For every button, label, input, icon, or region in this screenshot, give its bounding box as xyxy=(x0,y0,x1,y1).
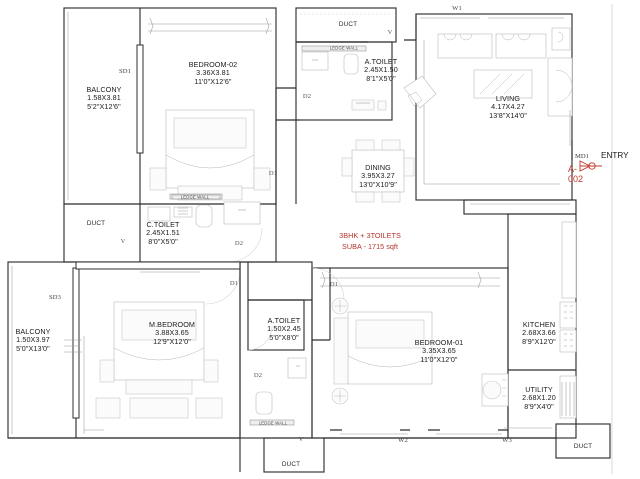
room-dim-metric: 1.50X2.45 xyxy=(267,324,301,334)
room-dim-feet: 12'9"X12'0" xyxy=(153,336,191,346)
room-dim-metric: 2.45X1.51 xyxy=(146,228,180,238)
room-dim-metric: 2.68X1.20 xyxy=(522,393,556,403)
door-tag-d2-atoilet-bottom: D2 xyxy=(253,372,263,380)
window-tag-w1: W1 xyxy=(452,5,462,13)
room-label-attached-toilet-top: A.TOILET 2.45X1.50 8'1"X5'0" xyxy=(364,57,398,83)
room-name: A.TOILET xyxy=(364,57,398,66)
room-name: M.BEDROOM xyxy=(148,320,196,329)
room-name: BALCONY xyxy=(86,85,122,94)
room-name: A.TOILET xyxy=(267,316,301,325)
unit-spec-note: 3BHK + 3TOILETS SUBA - 1715 sqft xyxy=(339,231,401,253)
door-tag-d1-bedroom01: D1 xyxy=(329,281,339,289)
duct-label-bottom: DUCT xyxy=(281,461,301,469)
room-dim-feet: 5'0"X8'0" xyxy=(269,332,299,342)
room-name: LIVING xyxy=(495,94,521,103)
room-dim-metric: 3.95X3.27 xyxy=(361,171,395,181)
entry-label: ENTRY xyxy=(601,151,629,160)
room-label-bedroom-02: BEDROOM-02 3.36X3.81 11'0"X12'6" xyxy=(188,60,238,86)
room-label-bedroom-01: BEDROOM-01 3.35X3.65 11'0"X12'0" xyxy=(414,338,464,364)
room-dim-feet: 13'8"X14'0" xyxy=(489,110,527,120)
unit-spec-line-2: SUBA - 1715 sqft xyxy=(342,241,398,251)
sliding-door-tag-sd1: SD1 xyxy=(118,68,132,76)
room-dim-feet: 13'0"X10'9" xyxy=(359,179,397,189)
unit-spec-line-1: 3BHK + 3TOILETS xyxy=(339,231,401,240)
room-name: BEDROOM-02 xyxy=(188,60,238,69)
room-dim-feet: 8'0"X5'0" xyxy=(148,236,178,246)
window-tag-w3: W3 xyxy=(502,437,512,445)
room-label-utility: UTILITY 2.68X1.20 8'9"X4'0" xyxy=(522,385,556,411)
ledge-wall-label-mid: LEDGE WALL xyxy=(180,194,210,200)
room-label-attached-toilet-bottom: A.TOILET 1.50X2.45 5'0"X8'0" xyxy=(267,316,301,342)
ledge-wall-label-bottom: LEDGE WALL xyxy=(258,420,288,426)
door-tag-d1-bedroom02: D1 xyxy=(268,170,278,178)
room-dim-feet: 5'2"X12'6" xyxy=(87,101,121,111)
ledge-wall-label-top: LEDGE WALL xyxy=(329,45,359,51)
vent-tag-top: V xyxy=(387,29,393,37)
duct-label-bottom-right: DUCT xyxy=(573,443,593,451)
window-tag-w2: W2 xyxy=(398,437,408,445)
room-dim-metric: 4.17X4.27 xyxy=(491,102,525,112)
room-name: DINING xyxy=(365,163,391,172)
room-label-master-bedroom: M.BEDROOM 3.88X3.65 12'9"X12'0" xyxy=(148,320,196,346)
room-name: UTILITY xyxy=(525,385,553,394)
room-dim-metric: 1.58X3.81 xyxy=(87,93,121,103)
sliding-door-tag-sd3: SD3 xyxy=(48,294,62,302)
room-dim-metric: 2.68X3.66 xyxy=(522,328,556,338)
room-dim-metric: 2.45X1.50 xyxy=(364,65,398,75)
room-label-balcony-2: BALCONY 1.50X3.97 5'0"X13'0" xyxy=(15,327,51,353)
room-dim-feet: 5'0"X13'0" xyxy=(16,343,50,353)
main-door-tag: MD1 xyxy=(575,153,589,160)
door-tag-d1-mbedroom: D1 xyxy=(229,280,239,288)
unit-code: A-002 xyxy=(568,164,584,184)
room-dim-feet: 8'9"X4'0" xyxy=(524,401,554,411)
door-tag-d2-atoilet-top: D2 xyxy=(302,93,312,101)
room-name: BALCONY xyxy=(15,327,51,336)
room-name: BEDROOM-01 xyxy=(414,338,464,347)
duct-label-left: DUCT xyxy=(86,220,106,228)
duct-label-top: DUCT xyxy=(338,21,358,29)
room-dim-feet: 11'0"X12'6" xyxy=(194,76,232,86)
room-label-balcony-1: BALCONY 1.58X3.81 5'2"X12'6" xyxy=(86,85,122,111)
door-tag-d2-ctoilet: D2 xyxy=(234,240,244,248)
room-dim-feet: 8'9"X12'0" xyxy=(522,336,556,346)
room-dim-feet: 8'1"X5'0" xyxy=(366,73,396,83)
room-dim-metric: 3.35X3.65 xyxy=(422,346,456,356)
room-label-dining: DINING 3.95X3.27 13'0"X10'9" xyxy=(359,163,397,189)
room-dim-metric: 3.88X3.65 xyxy=(155,328,189,338)
room-dim-metric: 1.50X3.97 xyxy=(16,335,50,345)
room-label-common-toilet: C.TOILET 2.45X1.51 8'0"X5'0" xyxy=(146,220,180,246)
vent-tag-bottom: V xyxy=(298,436,304,444)
vent-tag-left: V xyxy=(120,238,126,246)
room-name: C.TOILET xyxy=(146,220,180,229)
room-name: KITCHEN xyxy=(522,320,556,329)
room-dim-metric: 3.36X3.81 xyxy=(196,68,230,78)
room-label-living: LIVING 4.17X4.27 13'8"X14'0" xyxy=(489,94,527,120)
room-dim-feet: 11'0"X12'0" xyxy=(420,354,458,364)
room-label-kitchen: KITCHEN 2.68X3.66 8'9"X12'0" xyxy=(522,320,556,346)
